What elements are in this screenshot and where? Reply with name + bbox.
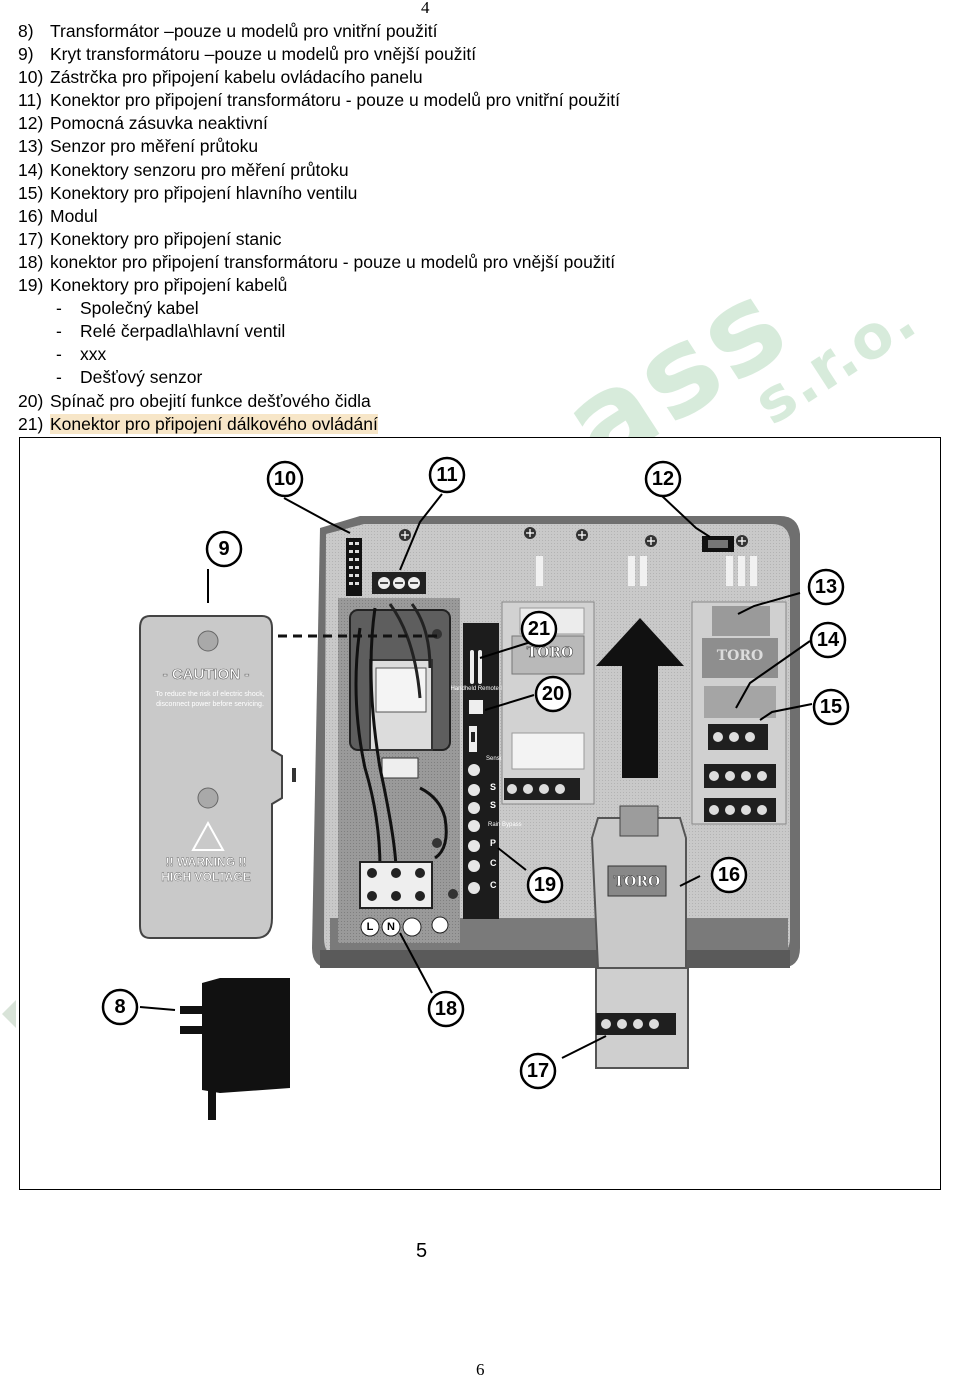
list-item: 17)Konektory pro připojení stanic (18, 228, 282, 249)
callout-16: 16 (710, 856, 748, 894)
list-item: 21)Konektor pro připojení dálkového ovlá… (18, 413, 378, 434)
callouts: 8 9 10 11 12 13 14 15 16 17 18 19 20 21 (101, 456, 850, 1090)
sublist-item: -Relé čerpadla\hlavní ventil (56, 321, 286, 342)
list-item: 15)Konektory pro připojení hlavního vent… (18, 182, 358, 203)
term-label: C (490, 858, 497, 868)
svg-text:18: 18 (435, 998, 457, 1020)
svg-text:16: 16 (718, 864, 740, 886)
callout-10: 10 (266, 460, 304, 498)
warning-text: !! WARNING !! (166, 855, 247, 869)
term-label: S (490, 782, 496, 792)
list-item: 20)Spínač pro obejití funkce dešťového č… (18, 390, 371, 411)
callout-14: 14 (809, 621, 847, 659)
svg-text:9: 9 (218, 538, 229, 560)
svg-text:10: 10 (274, 468, 296, 490)
callout-11: 11 (428, 456, 466, 494)
caution-line-2: disconnect power before servicing. (156, 701, 264, 708)
callout-17: 17 (519, 1052, 557, 1090)
list-item: 9)Kryt transformátoru –pouze u modelů pr… (18, 44, 477, 65)
callout-8: 8 (101, 988, 139, 1026)
svg-text:20: 20 (542, 683, 564, 705)
svg-text:12: 12 (652, 468, 674, 490)
list-item: 18)konektor pro připojení transformátoru… (18, 251, 616, 272)
page-number-bottom: 5 (416, 1240, 428, 1262)
callout-15: 15 (812, 688, 850, 726)
flow-sensor-module: TORO (691, 601, 787, 825)
callout-20: 20 (534, 675, 572, 713)
rain-bypass-label: Rain Bypass (488, 822, 522, 828)
svg-text:19: 19 (534, 874, 556, 896)
mains-label-l: L (367, 921, 374, 933)
term-label: P (490, 838, 496, 848)
list-item: 14)Konektory senzoru pro měření průtoku (18, 159, 349, 180)
callout-18: 18 (427, 990, 465, 1028)
mains-label-n: N (387, 921, 395, 933)
transformer-compartment: L N (338, 598, 460, 943)
svg-text:21: 21 (528, 618, 550, 640)
page-number-footer: 6 (476, 1360, 485, 1379)
list-item: 12)Pomocná zásuvka neaktivní (18, 113, 268, 134)
caution-text: - CAUTION - (163, 666, 250, 683)
brand-logo: TORO (717, 648, 763, 664)
list-item: 10)Zástrčka pro připojení kabelu ovládac… (18, 67, 423, 88)
controller-diagram: L N Handheld Remote Port Sensor Active S… (101, 456, 850, 1120)
power-adapter (180, 978, 290, 1120)
list-item: 16)Modul (18, 205, 98, 226)
sublist-item: -Dešťový senzor (56, 367, 203, 388)
list-item: 13)Senzor pro měření průtoku (18, 136, 259, 157)
wiring-terminal-strip: Handheld Remote Port Sensor Active S S P… (450, 623, 523, 919)
transformer-cover: - CAUTION - To reduce the risk of electr… (139, 615, 296, 939)
callout-13: 13 (807, 568, 845, 606)
controller-figure: L N Handheld Remote Port Sensor Active S… (19, 437, 941, 1190)
callout-19: 19 (526, 866, 564, 904)
svg-text:13: 13 (815, 576, 837, 598)
page-number-top: 4 (421, 0, 430, 17)
list-item: 8)Transformátor –pouze u modelů pro vnit… (18, 21, 438, 41)
high-voltage-text: HIGH VOLTAGE (161, 870, 251, 884)
sublist-item: -Společný kabel (56, 298, 199, 319)
station-module: TORO (590, 805, 689, 1069)
svg-text:17: 17 (527, 1060, 549, 1082)
brand-logo: TORO (614, 874, 660, 890)
parts-list: 8)Transformátor –pouze u modelů pro vnit… (18, 20, 620, 436)
term-label: S (490, 800, 496, 810)
callout-12: 12 (644, 460, 682, 498)
watermark-sub: s.r.o. (741, 283, 930, 439)
callout-9: 9 (205, 530, 243, 568)
list-item: 11)Konektor pro připojení transformátoru… (18, 90, 621, 111)
svg-text:15: 15 (820, 696, 842, 718)
brand-logo: TORO (527, 645, 573, 661)
callout-21: 21 (520, 610, 558, 648)
list-item: 19)Konektory pro připojení kabelů (18, 275, 288, 296)
remote-port-label: Handheld Remote Port (450, 686, 511, 692)
caution-line-1: To reduce the risk of electric shock, (155, 691, 264, 698)
svg-text:14: 14 (817, 629, 840, 651)
svg-text:11: 11 (436, 464, 457, 486)
sublist-item: -xxx (56, 344, 107, 365)
side-arrow-decoration (2, 1000, 16, 1028)
term-label: C (490, 880, 497, 890)
svg-text:8: 8 (114, 996, 125, 1018)
warning-triangle-icon (191, 820, 225, 851)
insert-direction-arrow (596, 618, 684, 778)
